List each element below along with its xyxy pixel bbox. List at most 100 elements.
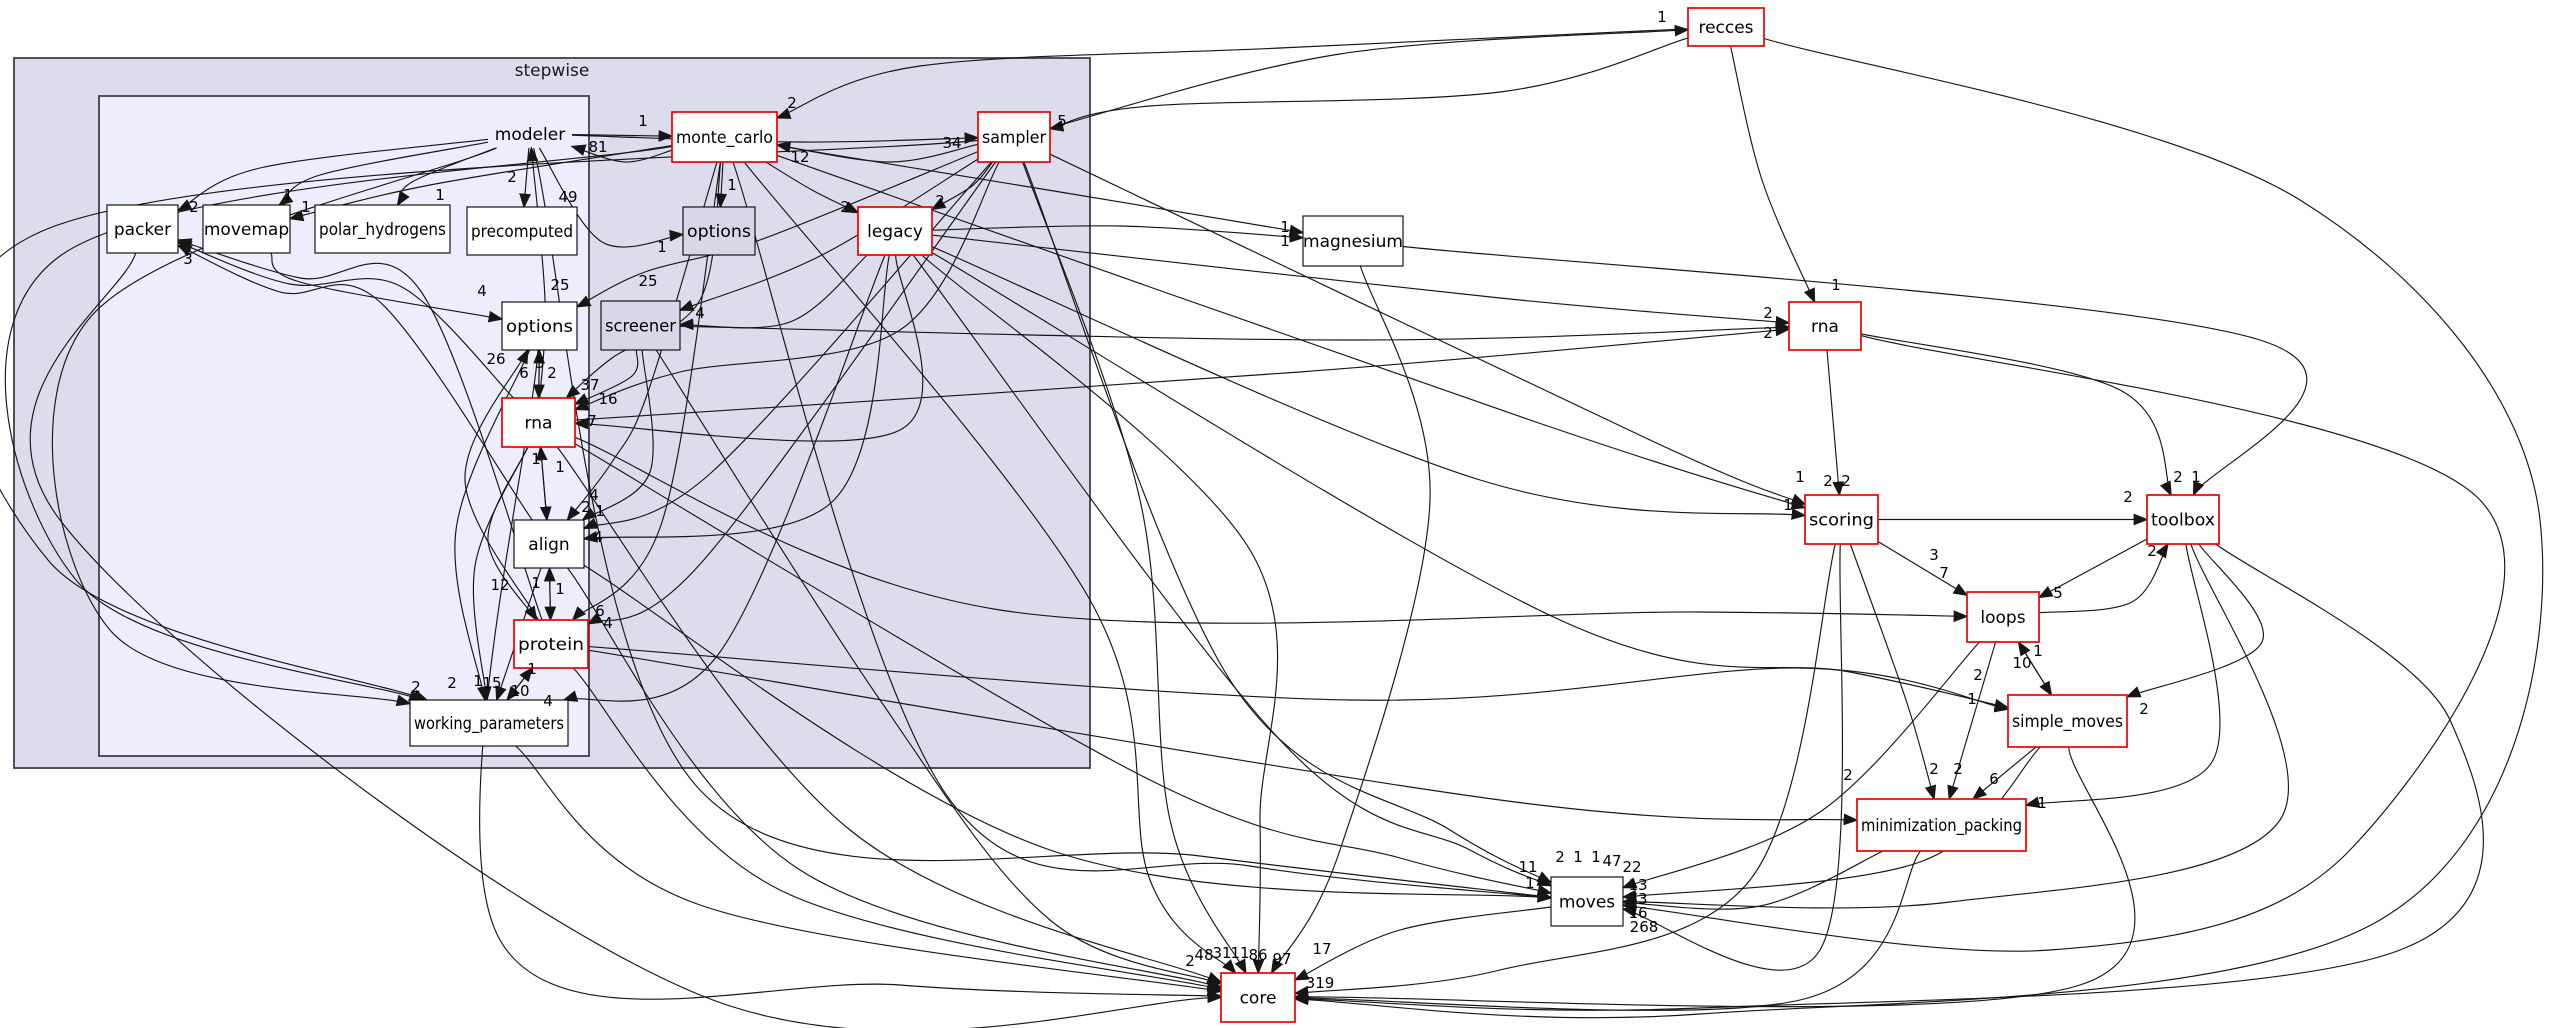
node-screener[interactable]: screener xyxy=(600,300,681,351)
node-box-polar_hydrogens[interactable] xyxy=(314,204,451,254)
node-toolbox[interactable]: toolbox xyxy=(2146,494,2220,545)
node-box-recces[interactable] xyxy=(1687,7,1765,47)
node-recces[interactable]: recces xyxy=(1687,7,1765,47)
edge-simple_moves-loops xyxy=(2017,640,2052,696)
edge-count-label-modeler-options_mc: 1 xyxy=(657,238,667,256)
edge-count-label-align-protein: 1 xyxy=(531,574,541,592)
edge-count-label-loops-simple_moves: 10 xyxy=(2012,654,2031,672)
node-sampler[interactable]: sampler xyxy=(977,111,1051,163)
edge-recces-sampler xyxy=(1048,37,1689,132)
node-box-magnesium[interactable] xyxy=(1302,215,1404,267)
node-box-scoring[interactable] xyxy=(1804,494,1879,545)
node-box-working_parameters[interactable] xyxy=(409,699,569,747)
edge-count-label-monte_carlo-scoring: 1 xyxy=(1795,468,1805,486)
edge-count-label-protein-packer: 3 xyxy=(183,250,193,268)
node-scoring[interactable]: scoring xyxy=(1804,494,1879,545)
edge-align-rna xyxy=(535,445,548,521)
node-precomputed[interactable]: precomputed xyxy=(466,206,578,256)
edge-count-label-scoring-minimization_packing: 2 xyxy=(1953,760,1963,778)
edge-count-label-protein-minimization_packing: 2 xyxy=(1843,766,1853,784)
edge-screener-rna xyxy=(573,349,639,406)
edge-protein-working_parameters xyxy=(506,667,533,702)
edge-count-label-recces-rna2: 1 xyxy=(1831,276,1841,294)
edge-count-label-modeler-moves: 11 xyxy=(1518,858,1537,876)
edge-screener-rna2 xyxy=(679,321,1791,341)
node-magnesium[interactable]: magnesium xyxy=(1302,215,1404,267)
edge-count-label-screener-rna: 16 xyxy=(598,390,617,408)
edge-count-label-simple_moves-loops: 1 xyxy=(2033,642,2043,660)
edge-count-label-monte_carlo-align: 4 xyxy=(589,486,599,504)
edge-count-label-recces-sampler: 5 xyxy=(1057,112,1067,130)
node-rna[interactable]: rna xyxy=(501,397,576,448)
edge-sampler-scoring xyxy=(1049,153,1807,505)
node-box-align[interactable] xyxy=(513,519,585,569)
node-box-legacy[interactable] xyxy=(857,206,933,256)
edge-modeler-monte_carlo xyxy=(571,130,674,142)
node-box-options[interactable] xyxy=(501,301,578,351)
node-box-rna[interactable] xyxy=(501,397,576,448)
edge-count-label-sampler-recces: 1 xyxy=(1657,8,1667,26)
node-protein[interactable]: protein xyxy=(513,619,589,669)
edge-align-core xyxy=(567,567,1223,990)
edge-rna-modeler xyxy=(526,146,546,399)
edge-modeler-precomputed xyxy=(519,147,531,209)
node-box-minimization_packing[interactable] xyxy=(1856,798,2027,852)
node-box-movemap[interactable] xyxy=(202,204,291,254)
edge-count-label-movemap-options: 4 xyxy=(477,282,487,300)
node-align[interactable]: align xyxy=(513,519,585,569)
node-box-rna2[interactable] xyxy=(1788,301,1862,351)
node-legacy[interactable]: legacy xyxy=(857,206,933,256)
edge-count-label-options-core: 2 xyxy=(1185,952,1195,970)
node-box-sampler[interactable] xyxy=(977,111,1051,163)
edge-sampler-working_parameters xyxy=(0,139,979,701)
node-moves[interactable]: moves xyxy=(1550,876,1624,927)
node-minimization_packing[interactable]: minimization_packing xyxy=(1856,798,2027,852)
node-simple_moves[interactable]: simple_moves xyxy=(2007,694,2128,748)
node-loops[interactable]: loops xyxy=(1966,591,2040,643)
node-box-core[interactable] xyxy=(1220,972,1296,1023)
node-movemap[interactable]: movemap xyxy=(202,204,291,254)
edge-count-label-working_parameters-core: 31 xyxy=(1212,944,1231,962)
edge-scoring-loops xyxy=(1877,541,1969,597)
edge-scoring-moves xyxy=(1621,543,1844,971)
node-core[interactable]: core xyxy=(1220,972,1296,1023)
node-box-monte_carlo[interactable] xyxy=(671,111,778,163)
node-box-packer[interactable] xyxy=(106,204,179,254)
edge-modeler-options_mc xyxy=(538,147,685,248)
edge-count-label-legacy-magnesium: 1 xyxy=(1280,232,1290,250)
node-options[interactable]: options xyxy=(501,301,578,351)
edge-count-label-scoring-moves: 16 xyxy=(1628,904,1647,922)
node-box-precomputed[interactable] xyxy=(466,206,578,256)
node-box-moves[interactable] xyxy=(1550,876,1624,927)
edge-simple_moves-moves xyxy=(1621,746,2041,902)
node-monte_carlo[interactable]: monte_carlo xyxy=(671,111,778,163)
edge-modeler-movemap xyxy=(277,141,489,206)
node-box-protein[interactable] xyxy=(513,619,589,669)
edge-count-label-legacy-working_parameters: 4 xyxy=(543,692,553,710)
edge-count-label-rna-working_parameters: 15 xyxy=(482,674,501,692)
edge-count-label-rna-core: 97 xyxy=(1272,950,1291,968)
edge-toolbox-loops xyxy=(2037,538,2148,599)
node-box-screener[interactable] xyxy=(600,300,681,351)
edge-rna-options xyxy=(533,348,546,399)
node-polar_hydrogens[interactable]: polar_hydrogens xyxy=(314,204,451,254)
edge-count-label-rna-align: 1 xyxy=(531,450,541,468)
node-options_mc[interactable]: options xyxy=(682,206,756,256)
node-box-toolbox[interactable] xyxy=(2146,494,2220,545)
edge-count-label-rna-loops: 7 xyxy=(1939,564,1949,582)
node-box-simple_moves[interactable] xyxy=(2007,694,2128,748)
edge-count-label-packer-core: 48 xyxy=(1194,946,1213,964)
edge-screener-align xyxy=(581,349,654,521)
edge-minimization_packing-core xyxy=(1293,850,1921,1011)
edge-count-label-minimization_packing-moves: 13 xyxy=(1628,876,1647,894)
edge-rna2-toolbox xyxy=(1860,333,2172,497)
edge-recces-rna2 xyxy=(1729,45,1816,304)
node-rna2[interactable]: rna xyxy=(1788,301,1862,351)
node-packer[interactable]: packer xyxy=(106,204,179,254)
edge-count-label-rna2-toolbox: 1 xyxy=(2191,468,2201,486)
node-box-options_mc[interactable] xyxy=(682,206,756,256)
edge-sampler-recces xyxy=(1049,24,1690,129)
node-box-loops[interactable] xyxy=(1966,591,2040,643)
edge-count-label-toolbox-moves: 73 xyxy=(1628,890,1647,908)
edge-count-label-loops-moves: 47 xyxy=(1602,852,1621,870)
